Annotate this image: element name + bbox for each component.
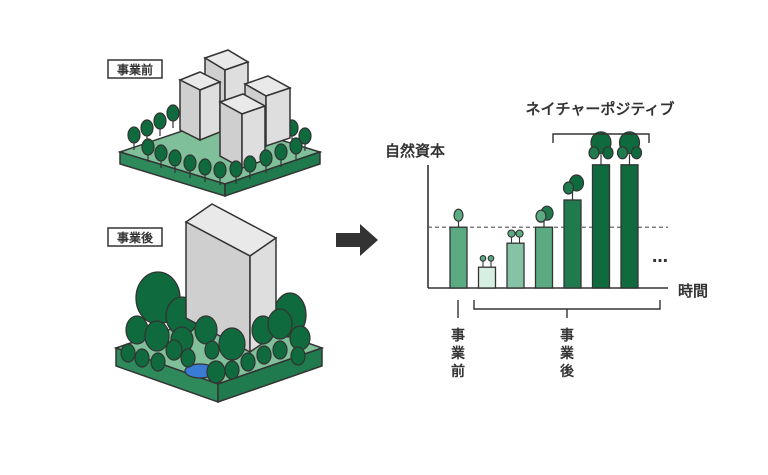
leaf — [588, 146, 600, 160]
baseline-label-char-3: 前 — [451, 363, 465, 380]
after-label-char-3: 後 — [560, 363, 575, 380]
chart: 自然資本 時間 ネイチャーポジティブ … 事 業 前 事 業 後 — [385, 100, 708, 380]
before-buildings — [178, 49, 292, 170]
leaf — [453, 208, 464, 222]
x-axis-label: 時間 — [678, 282, 708, 300]
after-bracket — [473, 300, 661, 310]
before-front-trees — [141, 137, 303, 185]
y-axis-label: 自然資本 — [385, 142, 445, 160]
before-label: 事業前 — [117, 62, 153, 77]
arrow-icon — [336, 224, 378, 256]
leaf — [507, 229, 516, 238]
bar-5-sprout-icon — [562, 174, 585, 200]
after-front-trees — [120, 308, 311, 384]
after-label-char-2: 業 — [559, 345, 575, 362]
bar-5 — [563, 199, 582, 289]
bars — [449, 131, 643, 289]
leaf — [630, 146, 643, 160]
leaf — [562, 181, 575, 195]
leaf — [616, 146, 629, 160]
bracket-label: ネイチャーポジティブ — [526, 100, 675, 118]
before-label-tag: 事業前 — [107, 59, 163, 79]
bar-2-sprout-icon — [479, 255, 495, 268]
bar-3 — [506, 242, 525, 289]
leaf — [535, 209, 547, 223]
after-label-tag: 事業後 — [107, 227, 163, 247]
bar-3-sprout-icon — [507, 229, 524, 244]
bar-6-sprout-icon — [588, 131, 614, 165]
bar-7 — [620, 164, 639, 289]
after-label-char-1: 事 — [560, 327, 574, 344]
leaf — [602, 146, 614, 160]
bar-4-sprout-icon — [535, 205, 554, 228]
nature-positive-bracket — [552, 133, 650, 143]
leaf — [487, 255, 495, 262]
bar-6 — [591, 164, 611, 289]
leaf — [479, 255, 487, 262]
bar-1-sprout-icon — [453, 208, 464, 228]
ellipsis: … — [652, 247, 668, 266]
bar-4 — [534, 226, 554, 289]
before-back-trees — [127, 104, 312, 151]
baseline-label-char-1: 事 — [451, 327, 465, 344]
leaf — [515, 229, 524, 238]
bar-2 — [477, 266, 497, 289]
bar-7-sprout-icon — [616, 131, 643, 165]
after-label: 事業後 — [117, 230, 154, 245]
before-scene: 事業前 — [107, 49, 323, 198]
baseline-label-char-2: 業 — [450, 345, 466, 362]
bar-1 — [449, 226, 468, 289]
after-scene: 事業後 — [107, 203, 325, 404]
